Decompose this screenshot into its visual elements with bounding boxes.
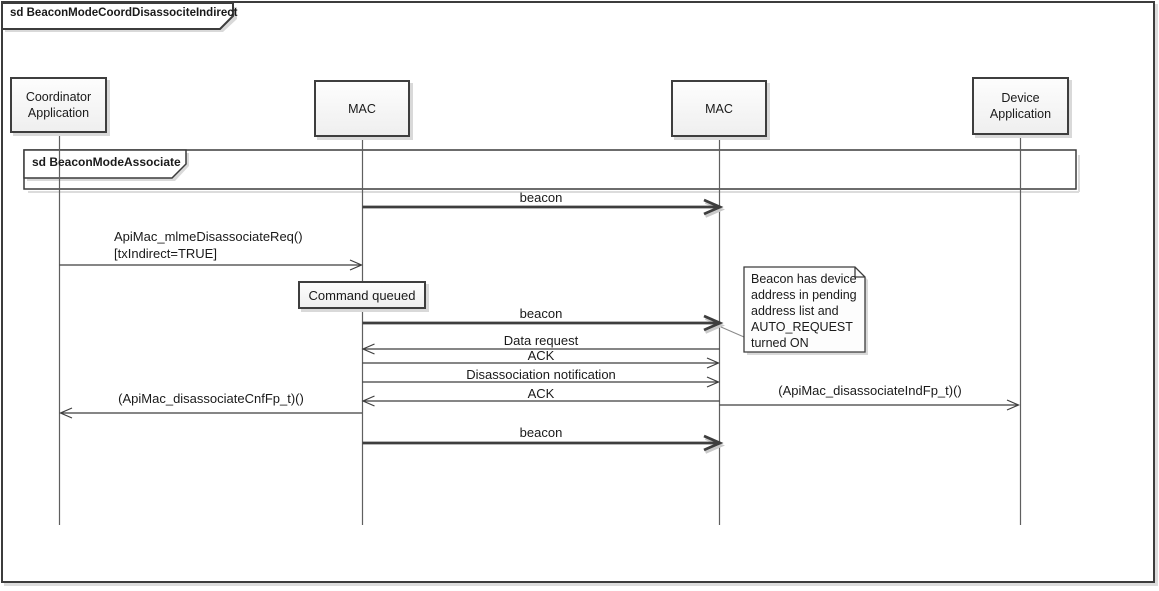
message-label-ack-1: ACK: [527, 348, 555, 363]
lifeline-head-mac-1: MAC: [314, 80, 410, 137]
note-beacon-pending: [743, 266, 866, 353]
message-arrow-beacon-2: [362, 314, 725, 334]
note-text: Beacon has device address in pending add…: [751, 272, 857, 350]
arrowhead: [361, 395, 375, 407]
message-arrow-disassociate-cnf: [58, 407, 362, 419]
arrowhead: [361, 343, 375, 355]
lifeline-head-label: Coordinator Application: [25, 90, 92, 120]
arrowhead: [703, 314, 724, 332]
message-label-beacon-3: beacon: [519, 425, 563, 440]
message-arrow-data-request: [361, 343, 720, 355]
message-arrow-disassociation-notification: [362, 376, 721, 388]
note-connector: [720, 326, 745, 338]
arrowhead-shadow: [704, 317, 725, 334]
arrowhead: [706, 376, 721, 388]
message-arrow-disassociate-ind: [719, 399, 1021, 411]
fragment-label-tab: [23, 149, 187, 179]
arrowhead: [58, 407, 73, 419]
arrowhead: [1006, 399, 1021, 411]
lifeline-head-label: MAC: [705, 101, 733, 116]
lifeline-head-label: MAC: [348, 101, 376, 116]
message-arrow-ack-1: [362, 357, 721, 369]
note-fold-corner: [854, 267, 865, 278]
message-label-beacon-2: beacon: [519, 306, 563, 321]
message-arrow-beacon-1: [362, 198, 725, 218]
lifeline-head-device-application: Device Application: [972, 77, 1069, 135]
message-label-beacon-1: beacon: [519, 190, 563, 205]
message-arrow-ack-2: [361, 395, 720, 407]
arrowhead: [703, 434, 724, 452]
title-tab: [1, 2, 234, 30]
arrowhead: [349, 259, 364, 271]
message-label-ack-2: ACK: [527, 386, 555, 401]
message-label-disassociate-req: ApiMac_mlmeDisassociateReq() [txIndirect…: [114, 229, 303, 261]
message-arrow-disassociate-req: [59, 259, 364, 271]
lifeline-head-label: Device Application: [989, 91, 1052, 121]
command-queued-label: Command queued: [308, 287, 416, 303]
message-label-disassociate-cnf: (ApiMac_disassociateCnfFp_t)(): [118, 391, 304, 406]
message-label-data-request: Data request: [503, 333, 579, 348]
message-label-disassociate-ind: (ApiMac_disassociateIndFp_t)(): [778, 383, 962, 398]
lifeline-head-mac-2: MAC: [671, 80, 767, 137]
message-arrow-beacon-3: [362, 434, 725, 454]
title-tab-label: sd BeaconModeCoordDisassociteIndirect: [10, 7, 238, 19]
arrowhead: [706, 357, 721, 369]
arrowhead-shadow: [704, 201, 725, 218]
command-queued-box: Command queued: [298, 281, 426, 309]
message-label-disassociation-notification: Disassociation notification: [466, 367, 616, 382]
arrowhead: [703, 198, 724, 216]
fragment-label: sd BeaconModeAssociate: [32, 155, 181, 169]
lifeline-head-coordinator-application: Coordinator Application: [10, 77, 107, 133]
arrowhead-shadow: [704, 437, 725, 454]
